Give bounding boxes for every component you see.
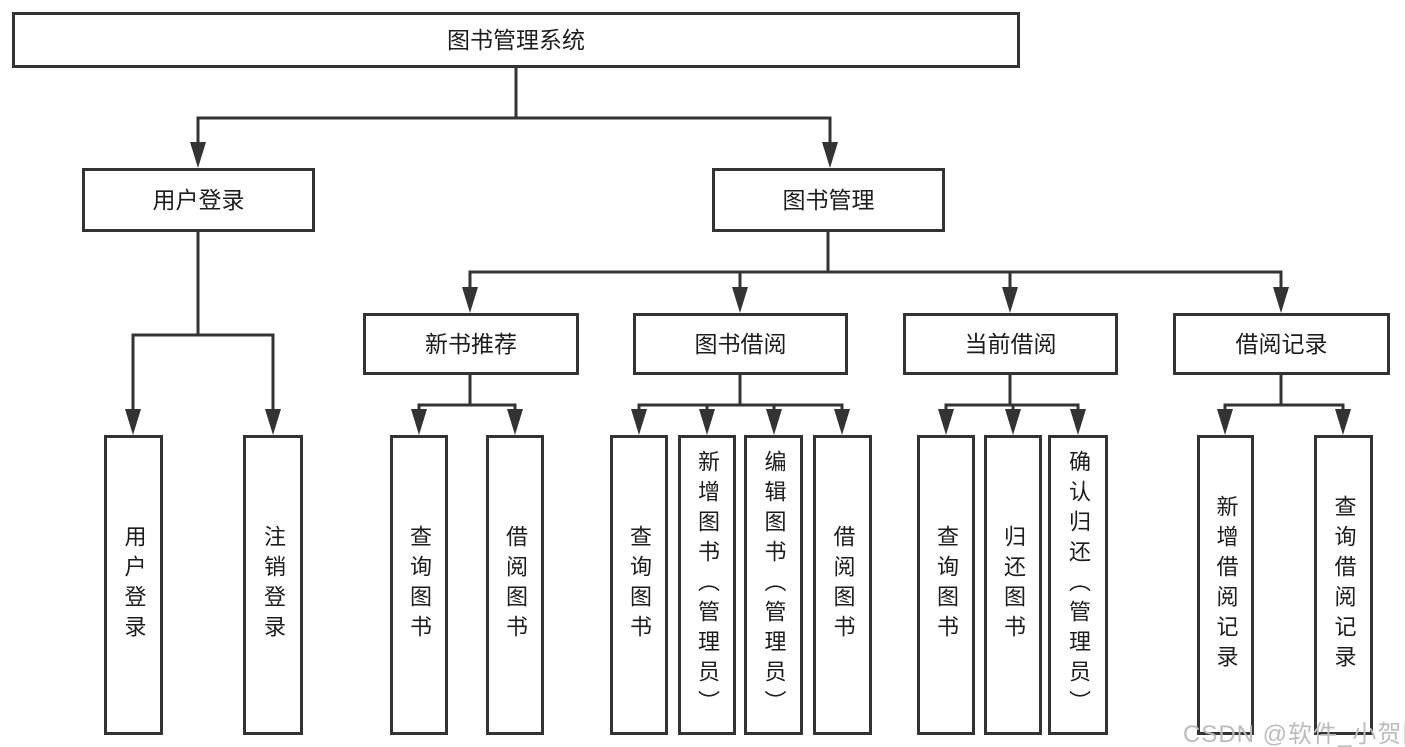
node-label: 用户登录 (152, 186, 245, 213)
node-label: 编辑图书（管理员） (761, 450, 787, 720)
node-label: 图书管理系统 (447, 26, 585, 53)
node-current-borrowing: 当前借阅 (903, 313, 1118, 375)
leaf-borrow-book: 借阅图书 (813, 435, 872, 735)
node-label: 新书推荐 (425, 330, 517, 357)
node-label: 注销登录 (261, 525, 286, 645)
node-label: 用户登录 (121, 525, 147, 645)
node-user-login-branch: 用户登录 (82, 168, 315, 232)
leaf-add-borrow-record: 新增借阅记录 (1197, 435, 1254, 735)
node-label: 查询借阅记录 (1331, 495, 1357, 675)
node-label: 借阅记录 (1235, 330, 1328, 357)
node-label: 借阅图书 (503, 525, 528, 645)
node-label: 借阅图书 (830, 525, 856, 645)
leaf-query-borrow-record: 查询借阅记录 (1314, 435, 1373, 735)
node-label: 查询图书 (407, 525, 432, 645)
node-label: 归还图书 (1001, 525, 1026, 645)
node-label: 查询图书 (627, 525, 652, 645)
node-label: 查询图书 (934, 525, 959, 645)
node-label: 新增图书（管理员） (695, 450, 720, 720)
node-borrowing-records: 借阅记录 (1173, 313, 1390, 375)
node-label: 确认归还（管理员） (1066, 450, 1091, 720)
leaf-logout: 注销登录 (243, 435, 303, 735)
node-label: 当前借阅 (964, 330, 1057, 357)
leaf-query-book-current: 查询图书 (917, 435, 975, 735)
node-book-borrowing: 图书借阅 (633, 313, 848, 375)
leaf-user-login: 用户登录 (104, 435, 163, 735)
node-label: 图书管理 (782, 186, 875, 213)
leaf-query-book-borrowing: 查询图书 (610, 435, 668, 735)
node-label: 新增借阅记录 (1213, 495, 1239, 675)
node-system-root: 图书管理系统 (12, 12, 1020, 68)
leaf-return-book: 归还图书 (984, 435, 1042, 735)
leaf-borrow-book-recommend: 借阅图书 (486, 435, 544, 735)
leaf-confirm-return-admin: 确认归还（管理员） (1048, 435, 1108, 735)
leaf-add-book-admin: 新增图书（管理员） (678, 435, 736, 735)
csdn-watermark: CSDN @软件_小贺同学 (1183, 721, 1405, 747)
node-label: 图书借阅 (694, 330, 787, 357)
node-new-book-recommend: 新书推荐 (363, 313, 579, 375)
node-book-management-branch: 图书管理 (712, 168, 945, 232)
leaf-query-book-recommend: 查询图书 (390, 435, 448, 735)
leaf-edit-book-admin: 编辑图书（管理员） (744, 435, 803, 735)
